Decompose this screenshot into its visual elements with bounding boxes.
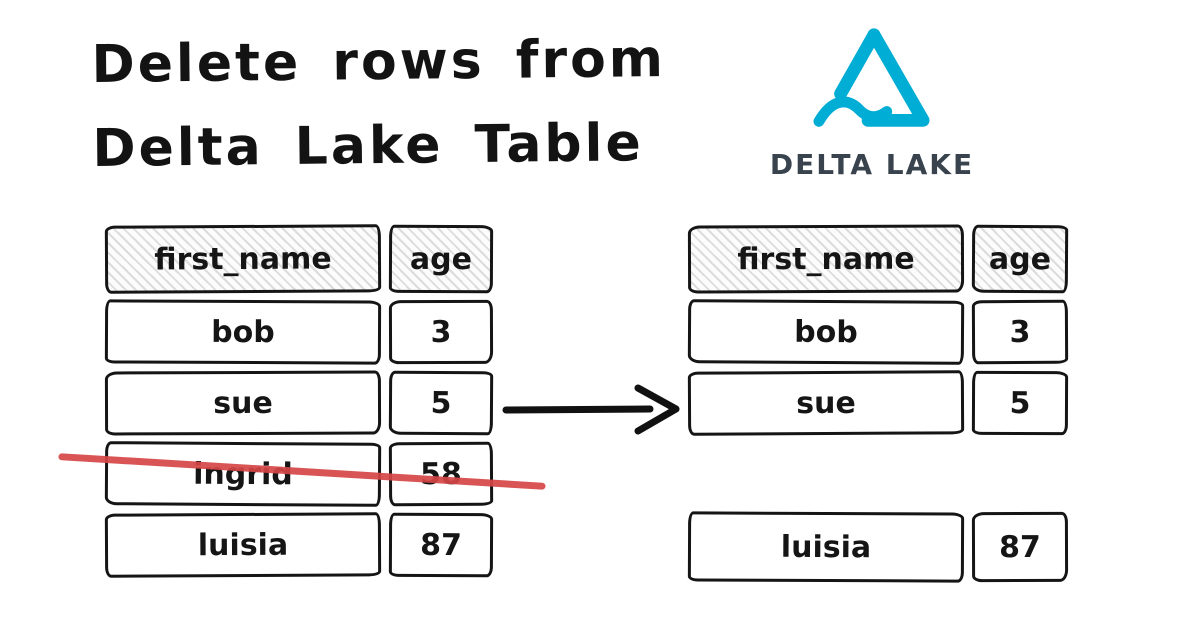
header-cell-age: age [971, 224, 1069, 294]
detached-row: luisia 87 [687, 511, 1069, 583]
table-row: luisia 87 [687, 511, 1069, 583]
cell-first-name: sue [687, 370, 965, 436]
cell-age: 87 [971, 511, 1069, 583]
cell-first-name: bob [104, 299, 382, 365]
result-table-header-row: first_name age [687, 224, 1069, 294]
cell-age: 3 [971, 299, 1069, 365]
cell-age: 5 [971, 370, 1069, 436]
table-row: bob 3 [104, 299, 494, 365]
source-table: first_name age bob 3 sue 5 ingrid 58 lui… [104, 224, 494, 578]
table-row: luisia 87 [104, 512, 494, 578]
source-table-header-row: first_name age [104, 224, 494, 294]
header-cell-age: age [388, 224, 494, 294]
header-cell-first-name: first_name [687, 224, 965, 294]
cell-age: 3 [388, 299, 494, 365]
logo-wordmark: DELTA LAKE [769, 148, 975, 181]
page-title: Delete rows from Delta Lake Table [91, 17, 667, 191]
cell-first-name: sue [104, 370, 382, 436]
result-table: first_name age bob 3 sue 5 [687, 224, 1069, 436]
table-row: bob 3 [687, 299, 1069, 365]
title-line-1: Delete rows from [91, 28, 667, 96]
cell-first-name: luisia [687, 511, 965, 583]
delta-lake-logo: DELTA LAKE [760, 24, 984, 181]
arrow-right-icon [502, 384, 680, 435]
table-row: sue 5 [687, 370, 1069, 436]
delta-lake-triangle-wave-icon [813, 28, 930, 127]
cell-age: 5 [388, 370, 494, 436]
table-row: sue 5 [104, 370, 494, 436]
cell-first-name: bob [687, 299, 965, 365]
cell-first-name: luisia [104, 512, 382, 578]
header-cell-first-name: first_name [104, 224, 382, 294]
title-line-2: Delta Lake Table [92, 113, 645, 180]
cell-age: 87 [388, 512, 494, 578]
